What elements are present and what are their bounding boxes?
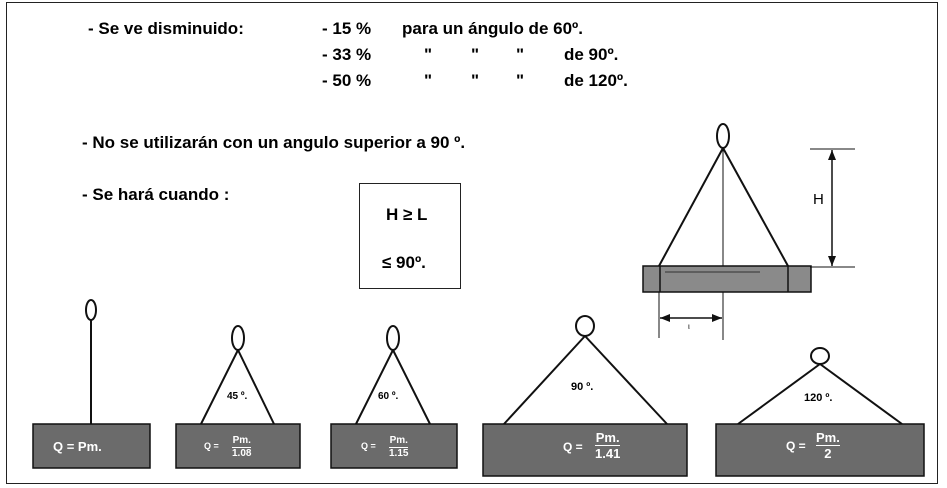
formula-numerator: Pm.: [816, 430, 840, 445]
formula-prefix: Q =: [204, 441, 219, 451]
length-label: ι: [688, 322, 690, 331]
load-formula-45: Pm. 1.08: [232, 435, 252, 459]
arrow-head: [828, 150, 836, 160]
formula-numerator: Pm.: [595, 430, 620, 445]
angle-label-60: 60 º.: [378, 391, 399, 402]
sling-line: [237, 349, 275, 425]
sling-120: [715, 347, 925, 477]
condition-box: H ≥ L ≤ 90º.: [359, 183, 461, 289]
ditto-mark: ": [424, 45, 433, 64]
arrow-head: [660, 314, 670, 322]
ditto-mark: ": [471, 71, 480, 90]
hook-ring: [575, 315, 595, 337]
pct-line-2-pct: - 33 %: [322, 45, 372, 64]
sling-line: [200, 349, 239, 425]
load-formula-90: Pm. 1.41: [595, 430, 621, 461]
ditto-mark: ": [471, 45, 480, 64]
sling-line: [658, 147, 724, 267]
ditto-mark: ": [516, 71, 525, 90]
sling-line: [737, 363, 821, 425]
sling-line: [392, 349, 431, 425]
hook-ring: [810, 347, 830, 365]
angle-label-90: 90 º.: [571, 381, 594, 393]
load-formula-120: Pm. 2: [816, 431, 840, 460]
sling-line: [503, 335, 586, 425]
formula-prefix: Q =: [786, 439, 806, 453]
side-load-block: [642, 265, 812, 293]
formula-denominator: 2: [824, 446, 832, 461]
arrow-head: [712, 314, 722, 322]
sling-line: [584, 335, 668, 425]
sling-45: [175, 325, 301, 469]
load-block: [715, 423, 925, 477]
sling-60: [330, 325, 458, 469]
sling-line: [355, 349, 394, 425]
fraction-bar: [389, 447, 409, 448]
sling-0: [32, 299, 151, 469]
decrease-heading: - Se ve disminuido:: [88, 19, 244, 38]
load-formula-60: Pm. 1.15: [389, 435, 409, 459]
rule-max-angle: - No se utilizarán con un angulo superio…: [82, 133, 466, 152]
ditto-mark: ": [424, 71, 433, 90]
hook-ring: [85, 299, 97, 321]
condition-height-length: H ≥ L: [386, 205, 428, 224]
hook-ring: [386, 325, 400, 351]
pct-line-2-text: de 90º.: [564, 45, 619, 64]
sling-line: [819, 363, 903, 425]
ditto-mark: ": [516, 45, 525, 64]
pct-line-1-text: para un ángulo de 60º.: [402, 19, 583, 38]
fraction-bar: [816, 445, 840, 446]
sling-90: [482, 315, 688, 477]
hook-ring: [716, 123, 730, 149]
rule-when: - Se hará cuando :: [82, 185, 230, 204]
formula-denominator: 1.41: [595, 446, 621, 461]
formula-prefix: Q =: [361, 441, 376, 451]
load-block: [175, 423, 301, 469]
formula-prefix: Q =: [563, 440, 583, 454]
load-block: [32, 423, 151, 469]
pct-line-3-pct: - 50 %: [322, 71, 372, 90]
height-label: H: [813, 191, 824, 208]
fraction-bar: [595, 445, 621, 446]
load-block: [482, 423, 688, 477]
pct-line-1-pct: - 15 %: [322, 19, 372, 38]
sling-line: [722, 147, 789, 267]
side-lift-diagram: [642, 123, 855, 340]
condition-angle: ≤ 90º.: [382, 253, 426, 272]
angle-label-45: 45 º.: [227, 391, 248, 402]
angle-label-120: 120 º.: [804, 392, 833, 404]
hook-ring: [231, 325, 245, 351]
load-block: [330, 423, 458, 469]
formula-numerator: Pm.: [232, 435, 251, 446]
load-formula-0: Q = Pm.: [53, 439, 102, 454]
formula-denominator: 1.08: [232, 448, 252, 459]
arrow-head: [828, 256, 836, 266]
fraction-bar: [232, 447, 252, 448]
formula-denominator: 1.15: [389, 448, 409, 459]
pct-line-3-text: de 120º.: [564, 71, 628, 90]
diagram-frame: [6, 2, 938, 484]
formula-numerator: Pm.: [389, 435, 408, 446]
